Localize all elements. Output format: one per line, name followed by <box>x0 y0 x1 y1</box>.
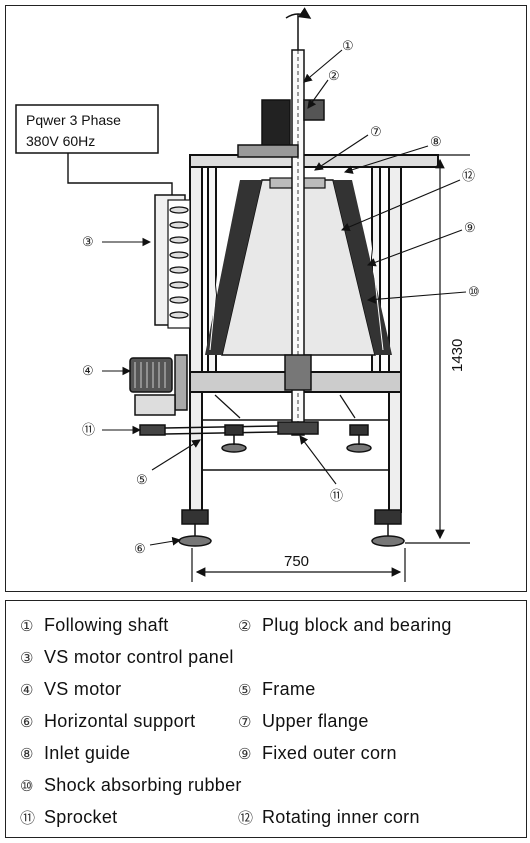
legend-number: ① <box>20 619 34 635</box>
callout-2: ② <box>328 68 340 83</box>
legend-row: ④ VS motor ⑤ Frame <box>6 679 526 709</box>
legend-row: ⑧ Inlet guide ⑨ Fixed outer corn <box>6 743 526 773</box>
legend-text: Sprocket <box>44 807 118 827</box>
legend-row: ③ VS motor control panel <box>6 647 526 677</box>
legend-item-sprocket: ⑪ Sprocket <box>20 807 117 828</box>
power-label-line2: 380V 60Hz <box>26 133 95 149</box>
vs-motor <box>129 354 188 416</box>
callout-8: ⑧ <box>430 134 442 149</box>
callout-11-bottom: ⑪ <box>330 488 343 503</box>
shaft-hub <box>284 354 312 391</box>
legend-number: ③ <box>20 651 34 667</box>
power-label-box: Pqwer 3 Phase 380V 60Hz <box>15 104 159 154</box>
width-dimension-value: 750 <box>284 553 309 570</box>
legend-text: VS motor control panel <box>44 647 234 667</box>
legend-row: ⑪ Sprocket ⑫ Rotating inner corn <box>6 807 526 837</box>
legend-item-inlet-guide: ⑧ Inlet guide <box>20 743 130 764</box>
legend-item-vs-motor: ④ VS motor <box>20 679 121 700</box>
legend-number: ⑩ <box>20 779 34 795</box>
legend-text: Frame <box>262 679 316 699</box>
legend-item-horizontal-support: ⑥ Horizontal support <box>20 711 195 732</box>
legend-item-plug-block: ② Plug block and bearing <box>238 615 452 636</box>
machine-diagram: Pqwer 3 Phase 380V 60Hz <box>15 7 480 582</box>
height-dimension <box>405 154 470 544</box>
legend-number: ⑫ <box>238 811 254 827</box>
callout-leaders <box>102 49 467 546</box>
legend-item-rotating-inner-corn: ⑫ Rotating inner corn <box>238 807 420 828</box>
sprocket-chain <box>139 421 319 436</box>
callout-12: ⑫ <box>462 168 475 183</box>
callout-11-left: ⑪ <box>82 422 95 437</box>
legend-text: Rotating inner corn <box>262 807 420 827</box>
legend-item-shock-absorbing-rubber: ⑩ Shock absorbing rubber <box>20 775 242 796</box>
plug-block <box>237 99 325 158</box>
legend-number: ⑤ <box>238 683 252 699</box>
legend-number: ⑨ <box>238 747 252 763</box>
legend-text: VS motor <box>44 679 122 699</box>
legend-item-following-shaft: ① Following shaft <box>20 615 169 636</box>
legend-number: ② <box>238 619 252 635</box>
callout-7: ⑦ <box>370 124 382 139</box>
legend-number: ⑪ <box>20 811 36 827</box>
legend-row: ⑥ Horizontal support ⑦ Upper flange <box>6 711 526 741</box>
width-dimension <box>191 548 406 582</box>
legend-row: ⑩ Shock absorbing rubber <box>6 775 526 805</box>
legend-row: ① Following shaft ② Plug block and bearing <box>6 615 526 645</box>
legend-text: Horizontal support <box>44 711 196 731</box>
callout-5: ⑤ <box>136 472 148 487</box>
legend-text: Shock absorbing rubber <box>44 775 242 795</box>
legend-item-frame: ⑤ Frame <box>238 679 316 700</box>
legend-number: ⑧ <box>20 747 34 763</box>
callout-1: ① <box>342 38 354 53</box>
legend-number: ⑥ <box>20 715 34 731</box>
legend-number: ⑦ <box>238 715 252 731</box>
callout-3: ③ <box>82 234 94 249</box>
power-cable <box>67 153 173 195</box>
legend-text: Fixed outer corn <box>262 743 397 763</box>
callout-10: ⑩ <box>468 284 480 299</box>
legend-item-control-panel: ③ VS motor control panel <box>20 647 234 668</box>
height-dimension-value: 1430 <box>449 339 466 372</box>
callout-6: ⑥ <box>134 541 146 556</box>
legend-box: ① Following shaft ② Plug block and bearing… <box>5 600 527 838</box>
shock-absorbing-rubber <box>221 424 372 453</box>
legend-text: Inlet guide <box>44 743 131 763</box>
power-label-line1: Pqwer 3 Phase <box>26 112 121 128</box>
legend-number: ④ <box>20 683 34 699</box>
legend-item-upper-flange: ⑦ Upper flange <box>238 711 369 732</box>
diagram-frame <box>5 5 527 592</box>
legend-text: Upper flange <box>262 711 369 731</box>
horizontal-support <box>178 509 405 547</box>
vs-motor-control-panel <box>154 194 191 329</box>
callout-9: ⑨ <box>464 220 476 235</box>
callout-4: ④ <box>82 363 94 378</box>
legend-text: Following shaft <box>44 615 169 635</box>
legend-item-fixed-outer-corn: ⑨ Fixed outer corn <box>238 743 397 764</box>
legend-text: Plug block and bearing <box>262 615 452 635</box>
